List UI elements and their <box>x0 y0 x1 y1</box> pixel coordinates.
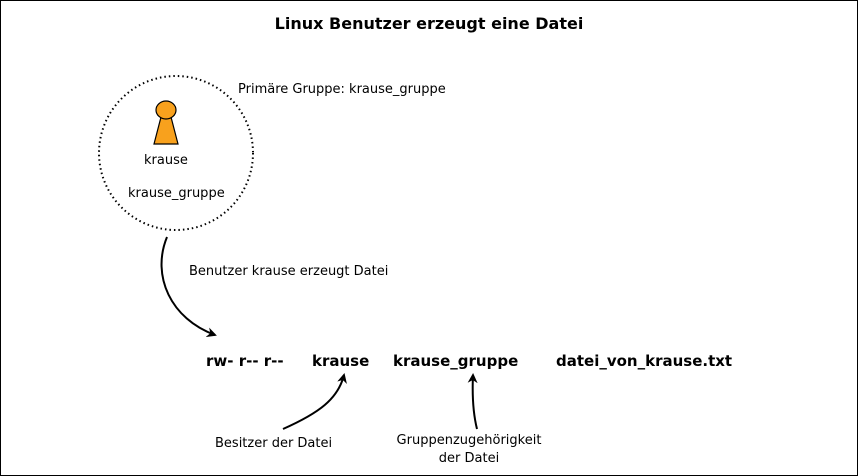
owner-note: Besitzer der Datei <box>215 436 333 451</box>
action-label: Benutzer krause erzeugt Datei <box>189 264 389 279</box>
owner-arrow <box>282 373 347 430</box>
primary-group-label: Primäre Gruppe: krause_gruppe <box>238 82 446 97</box>
file-permissions: rw- r-- r-- <box>206 352 284 370</box>
user-group-circle <box>98 75 254 231</box>
diagram-title: Linux Benutzer erzeugt eine Datei <box>274 14 584 33</box>
user-name-label: krause <box>144 153 188 168</box>
user-icon <box>153 100 179 145</box>
create-file-arrow <box>160 236 217 337</box>
file-name: datei_von_krause.txt <box>556 352 733 370</box>
group-arrow <box>467 373 478 430</box>
group-note-line2: der Datei <box>438 451 500 466</box>
file-group: krause_gruppe <box>393 352 519 370</box>
file-owner: krause <box>312 352 370 370</box>
user-group-label: krause_gruppe <box>128 186 225 201</box>
group-note-line1: Gruppenzugehörigkeit <box>396 433 542 448</box>
